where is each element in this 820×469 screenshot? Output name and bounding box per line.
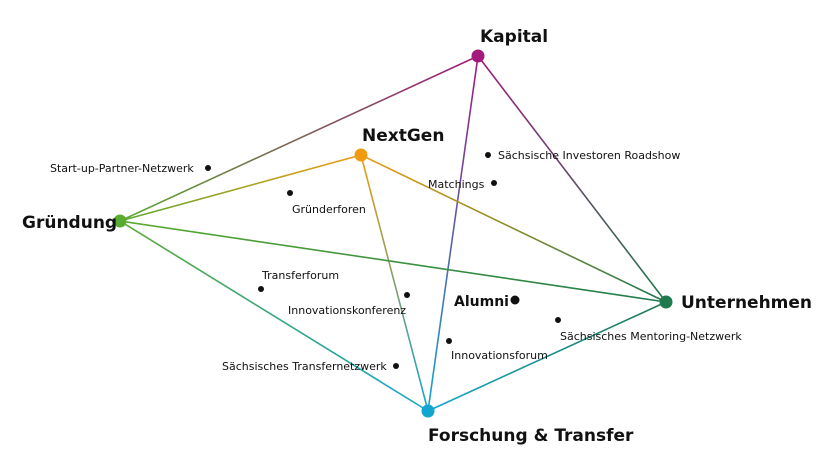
label-alumni: Alumni — [454, 294, 509, 310]
label-transfernetzwerk: Sächsisches Transfernetzwerk — [222, 360, 387, 373]
dot-transfernetzwerk — [393, 363, 399, 369]
edge-nextgen-forschung — [360, 154, 429, 412]
edge-gruendung-kapital — [119, 55, 479, 222]
node-forschung[interactable] — [421, 404, 435, 418]
label-transferforum: Transferforum — [261, 269, 339, 282]
label-matchings: Matchings — [428, 178, 485, 191]
edge-kapital-forschung — [427, 55, 479, 412]
dot-startup-partner — [205, 165, 211, 171]
label-investoren-roadshow: Sächsische Investoren Roadshow — [498, 149, 680, 162]
edge-forschung-unternehmen — [427, 301, 667, 412]
edges — [119, 55, 667, 412]
edge-gruendung-nextgen — [119, 154, 362, 222]
label-startup-partner: Start-up-Partner-Netzwerk — [50, 162, 194, 175]
label-gruenderforen: Gründerforen — [292, 203, 366, 216]
label-mentoring: Sächsisches Mentoring-Netzwerk — [560, 330, 742, 343]
main-labels: Kapital NextGen Gründung Unternehmen For… — [22, 27, 812, 446]
label-innovationsforum: Innovationsforum — [451, 349, 548, 362]
label-kapital: Kapital — [480, 27, 548, 47]
label-nextgen: NextGen — [362, 126, 444, 146]
dot-transferforum — [258, 286, 264, 292]
label-innovationskonferenz: Innovationskonferenz — [288, 304, 406, 317]
item-dots — [205, 152, 561, 369]
edge-gruendung-unternehmen — [119, 220, 667, 303]
label-gruendung: Gründung — [22, 213, 117, 233]
edge-gruendung-forschung — [119, 220, 429, 412]
dot-mentoring — [555, 317, 561, 323]
dot-gruenderforen — [287, 190, 293, 196]
node-kapital[interactable] — [471, 49, 485, 63]
node-nextgen[interactable] — [354, 148, 368, 162]
main-nodes — [113, 49, 673, 418]
dot-matchings — [491, 180, 497, 186]
label-forschung: Forschung & Transfer — [428, 426, 634, 446]
edge-kapital-unternehmen — [477, 55, 667, 303]
dot-investoren-roadshow — [485, 152, 491, 158]
item-labels: Start-up-Partner-Netzwerk Sächsische Inv… — [50, 149, 742, 373]
node-unternehmen[interactable] — [659, 295, 673, 309]
dot-innovationskonferenz — [404, 292, 410, 298]
dot-alumni — [510, 295, 520, 305]
label-unternehmen: Unternehmen — [681, 293, 812, 313]
edge-nextgen-unternehmen — [360, 154, 667, 303]
node-gruendung[interactable] — [113, 214, 127, 228]
dot-innovationsforum — [446, 338, 452, 344]
